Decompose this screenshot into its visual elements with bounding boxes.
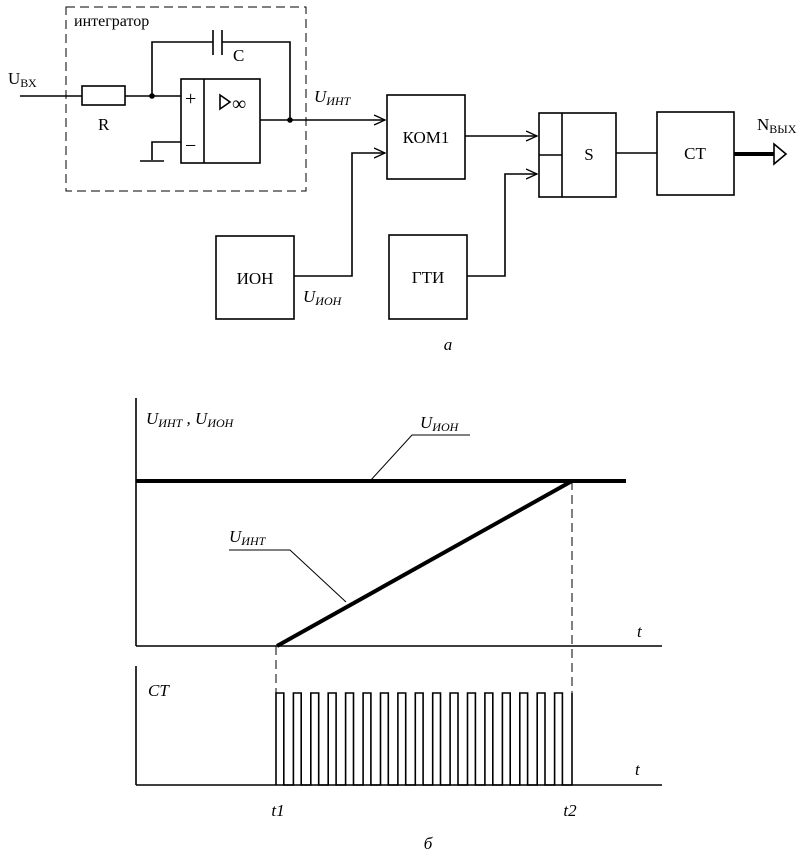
- gti-to-gate-wire: [467, 174, 537, 277]
- ion-block: [215, 235, 295, 320]
- ground-wire: [151, 141, 181, 160]
- timing-diagram: UИНТ , UИОН t UИОН UИНТ СТ t t1 t2 б: [135, 398, 662, 853]
- opamp-gain-symbol: ∞: [232, 93, 246, 115]
- u-int-label: UИНТ: [314, 87, 352, 108]
- output-junction-dot: [287, 117, 293, 123]
- gti-label: ГТИ: [412, 268, 445, 287]
- opamp-minus-sign: −: [185, 135, 196, 157]
- and-gate-label: S: [584, 145, 593, 164]
- top-axis-label: UИНТ , UИОН: [146, 409, 235, 430]
- u-int-ramp-line: [276, 479, 573, 648]
- counter-block: [656, 111, 735, 196]
- u-ion-label: UИОН: [303, 287, 343, 308]
- integrator-label: интегратор: [74, 13, 149, 30]
- opamp-plus-sign: +: [185, 88, 196, 110]
- t2-label: t2: [563, 801, 577, 820]
- caption-b: б: [424, 834, 433, 853]
- u-int-line-label: UИНТ: [229, 527, 267, 548]
- t1-label: t1: [271, 801, 284, 820]
- counter-label: СТ: [684, 144, 706, 163]
- output-arrow-icon: [773, 142, 788, 166]
- feedback-wire-right: [222, 41, 291, 120]
- top-t-label: t: [637, 622, 643, 641]
- ion-label: ИОН: [237, 269, 274, 288]
- integrator-frame: [65, 6, 307, 192]
- comparator-block: [386, 94, 466, 180]
- u-ion-leader-line: [369, 434, 470, 482]
- u-int-leader-line: [229, 549, 347, 603]
- block-diagram: интегратор UВХ R C + − ∞ UИНТ КОМ1: [8, 6, 797, 354]
- resistor: [81, 85, 126, 106]
- gti-block: [388, 234, 468, 320]
- bottom-t-label: t: [635, 760, 641, 779]
- output-label: NВЫХ: [757, 115, 797, 136]
- bottom-axis-label: СТ: [148, 681, 170, 700]
- input-label: UВХ: [8, 69, 37, 90]
- comparator-label: КОМ1: [403, 128, 450, 147]
- u-ion-wire: [294, 153, 385, 277]
- caption-a: а: [444, 335, 453, 354]
- opamp: [180, 78, 261, 164]
- counter-pulse-train: [275, 692, 573, 786]
- capacitor-label: C: [233, 46, 244, 65]
- opamp-triangle-icon: [219, 93, 232, 111]
- u-ion-line-label: UИОН: [420, 413, 460, 434]
- feedback-wire-left: [151, 41, 213, 96]
- resistor-label: R: [98, 115, 110, 134]
